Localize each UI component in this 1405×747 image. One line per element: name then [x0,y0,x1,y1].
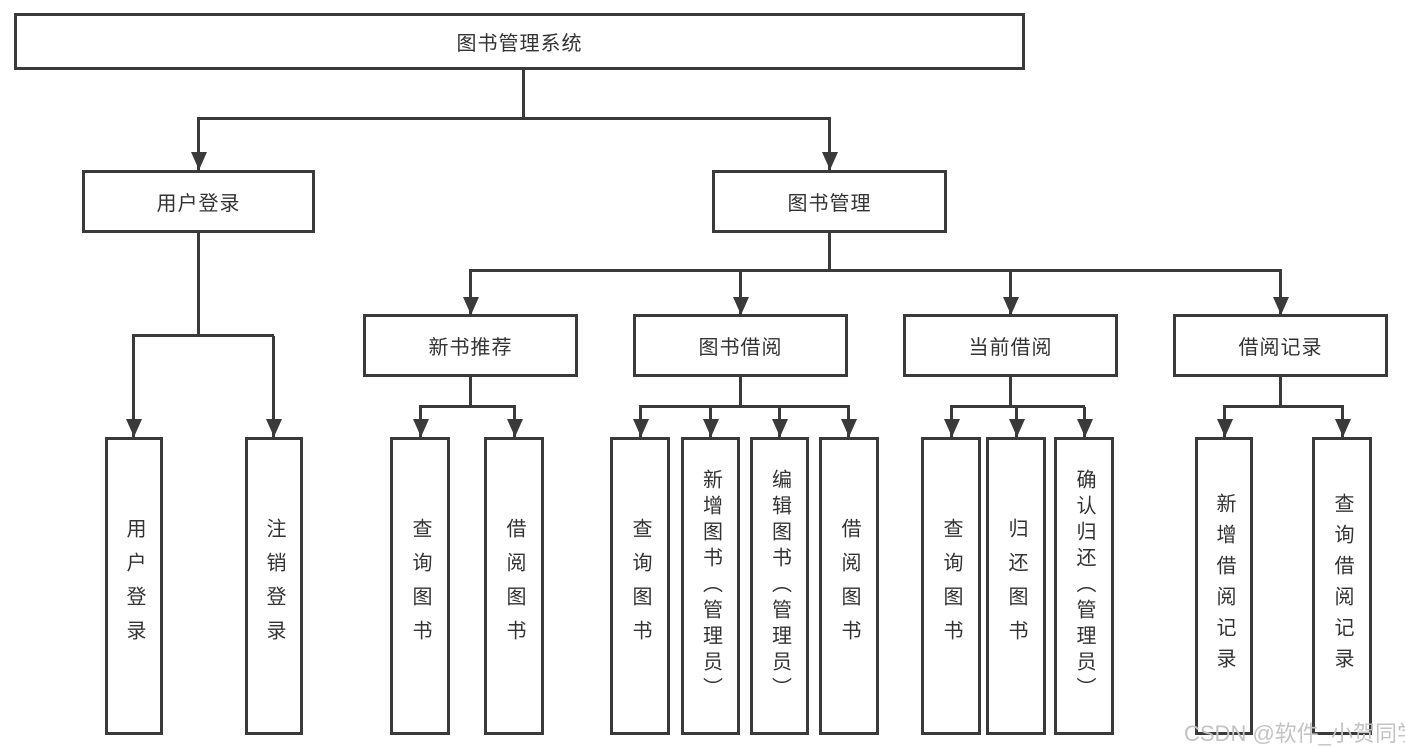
leaf-query-books-recommend: 查询图书 [390,437,450,735]
leaf-query-books-borrowing: 查询图书 [610,437,670,735]
leaf-borrow-books-borrowing-label: 借阅图书 [838,518,860,654]
arrow-down-icon-leaf-user-login [132,336,135,437]
node-book-borrowing-label: 图书借阅 [698,337,783,359]
node-user-login-label: 用户登录 [156,193,241,215]
node-user-login: 用户登录 [82,170,315,233]
leaf-borrow-books-recommend-label: 借阅图书 [503,518,525,654]
leaf-query-books-recommend-label: 查询图书 [409,518,431,654]
connector-book-management-stem [828,233,831,271]
arrow-down-icon-book-borrowing [739,271,742,315]
leaf-edit-books-admin-label: 编辑图书（管理员） [768,469,791,703]
leaf-borrow-books-recommend: 借阅图书 [484,437,544,735]
leaf-query-borrow-record: 查询借阅记录 [1312,437,1372,735]
leaf-logout-label: 注销登录 [263,518,285,654]
node-borrowing-records: 借阅记录 [1173,314,1388,377]
leaf-add-books-admin: 新增图书（管理员） [681,437,740,735]
node-book-borrowing: 图书借阅 [633,314,848,377]
arrow-down-icon-leaf-borrow-books-recommend [513,407,516,437]
arrow-down-icon-book-management [828,118,831,170]
node-library-management-system: 图书管理系统 [14,13,1025,70]
connector-borrowing-records-stem [1279,377,1282,407]
arrow-down-icon-current-borrowing [1009,271,1012,315]
leaf-add-borrow-record-label: 新增借阅记录 [1213,493,1235,679]
arrow-down-icon-leaf-edit-books-admin [778,407,781,437]
arrow-down-icon-leaf-return-books [1015,407,1018,437]
connector-borrowing-records-branch [1223,405,1344,408]
arrow-down-icon-leaf-borrow-books-borrowing [847,407,850,437]
arrow-down-icon-leaf-query-books-recommend [419,407,422,437]
leaf-return-books-label: 归还图书 [1005,518,1027,654]
leaf-confirm-return-admin: 确认归还（管理员） [1054,437,1114,735]
arrow-down-icon-leaf-logout [272,336,275,437]
watermark-text: CSDN @软件_小贺同学 [1184,721,1405,746]
arrow-down-icon-leaf-query-books-current [950,407,953,437]
arrow-down-icon-new-book-recommendation [469,271,472,315]
arrow-down-icon-leaf-query-books-borrowing [639,407,642,437]
node-new-book-recommendation: 新书推荐 [363,314,578,377]
connector-new-book-recommendation-stem [469,377,472,407]
leaf-user-login: 用户登录 [105,437,163,735]
node-book-management-label: 图书管理 [787,193,872,215]
node-new-book-recommendation-label: 新书推荐 [428,337,513,359]
arrow-down-icon-leaf-add-books-admin [709,407,712,437]
leaf-return-books: 归还图书 [986,437,1046,735]
leaf-query-books-current-label: 查询图书 [940,518,962,654]
leaf-query-borrow-record-label: 查询借阅记录 [1331,493,1353,679]
leaf-confirm-return-admin-label: 确认归还（管理员） [1073,469,1095,703]
leaf-borrow-books-borrowing: 借阅图书 [819,437,879,735]
connector-book-management-branch [469,269,1282,272]
leaf-query-books-borrowing-label: 查询图书 [629,518,651,654]
connector-current-borrowing-stem [1009,377,1012,407]
node-current-borrowing: 当前借阅 [903,314,1118,377]
node-book-management: 图书管理 [712,170,947,233]
node-library-management-system-label: 图书管理系统 [456,33,583,55]
arrow-down-icon-user-login [197,118,200,170]
leaf-add-borrow-record: 新增借阅记录 [1195,437,1253,735]
arrow-down-icon-borrowing-records [1279,271,1282,315]
connector-book-borrowing-stem [739,377,742,407]
connector-root-branch [197,117,831,120]
leaf-logout: 注销登录 [245,437,303,735]
arrow-down-icon-leaf-confirm-return-admin [1083,407,1086,437]
connector-user-login-stem [197,233,200,336]
leaf-user-login-label: 用户登录 [123,518,145,654]
connector-root-stem [522,70,525,118]
connector-new-book-recommendation-branch [419,405,516,408]
arrow-down-icon-leaf-add-borrow-record [1223,407,1226,437]
connector-book-borrowing-branch [639,405,850,408]
node-current-borrowing-label: 当前借阅 [968,337,1053,359]
node-borrowing-records-label: 借阅记录 [1238,337,1323,359]
leaf-add-books-admin-label: 新增图书（管理员） [699,469,722,703]
connector-user-login-branch [132,334,274,337]
leaf-edit-books-admin: 编辑图书（管理员） [750,437,809,735]
arrow-down-icon-leaf-query-borrow-record [1341,407,1344,437]
leaf-query-books-current: 查询图书 [921,437,981,735]
